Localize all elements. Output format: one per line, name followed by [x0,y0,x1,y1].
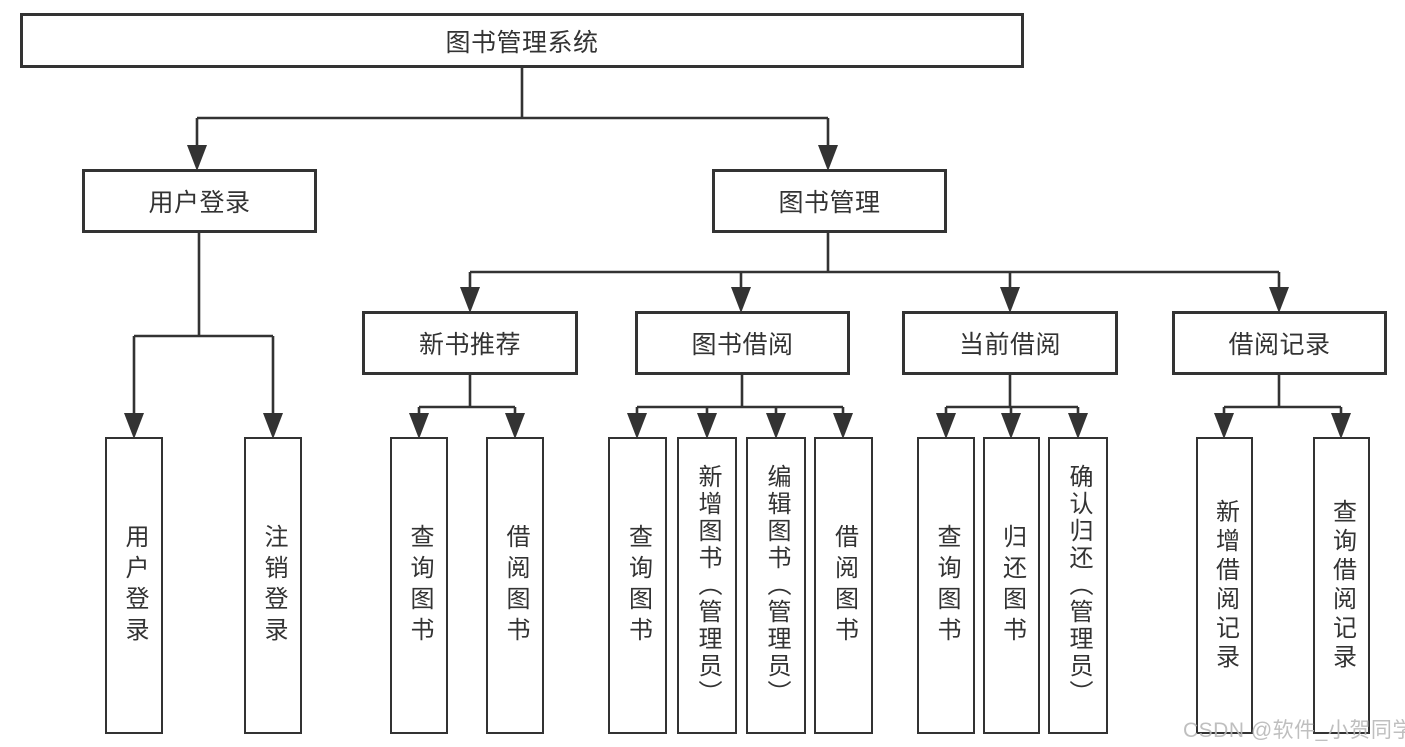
leaf-bb-add-books-admin: 新增图书（管理员） [677,437,737,734]
connector-user-login [132,233,275,415]
leaf-logout-label: 注销登录 [260,523,287,648]
connector-book-mgmt [468,233,1281,290]
leaf-br-query-record-label: 查询借阅记录 [1328,498,1356,673]
node-user-login-label: 用户登录 [148,189,251,217]
csdn-watermark: CSDN @软件_小贺同学 [1183,719,1405,742]
leaf-br-query-record: 查询借阅记录 [1313,437,1370,734]
node-root-label: 图书管理系统 [445,28,599,57]
node-book-borrow: 图书借阅 [635,311,850,375]
node-user-login: 用户登录 [82,169,317,233]
leaf-user-login-label: 用户登录 [121,523,148,648]
leaf-nb-borrow-books: 借阅图书 [486,437,544,734]
leaf-nb-query-books: 查询图书 [390,437,448,734]
leaf-bb-edit-books-admin-label: 编辑图书（管理员） [763,464,790,707]
leaf-cb-confirm-return-admin-label: 确认归还（管理员） [1065,464,1092,707]
leaf-cb-return-books: 归还图书 [983,437,1040,734]
node-borrow-records: 借阅记录 [1172,311,1387,375]
leaf-nb-query-books-label: 查询图书 [406,523,433,648]
connector-borrow-records [1222,375,1343,416]
leaf-cb-query-books: 查询图书 [917,437,975,734]
node-new-book-rec: 新书推荐 [362,311,578,375]
connector-new-book-rec [417,375,517,416]
node-borrow-records-label: 借阅记录 [1228,331,1331,359]
leaf-user-login: 用户登录 [105,437,163,734]
node-book-mgmt-label: 图书管理 [778,189,881,217]
leaf-bb-add-books-admin-label: 新增图书（管理员） [694,464,721,707]
leaf-cb-query-books-label: 查询图书 [933,523,960,648]
node-current-borrow: 当前借阅 [902,311,1118,375]
leaf-bb-borrow-books-label: 借阅图书 [830,523,858,648]
leaf-logout: 注销登录 [244,437,302,734]
connector-current-borrow [944,375,1080,416]
node-book-borrow-label: 图书借阅 [691,331,794,359]
leaf-nb-borrow-books-label: 借阅图书 [502,523,529,648]
connector-root [195,68,830,150]
connector-book-borrow [635,375,845,416]
leaf-bb-query-books: 查询图书 [608,437,667,734]
leaf-cb-return-books-label: 归还图书 [998,523,1026,648]
leaf-bb-edit-books-admin: 编辑图书（管理员） [746,437,806,734]
node-new-book-rec-label: 新书推荐 [418,331,521,359]
leaf-cb-confirm-return-admin: 确认归还（管理员） [1048,437,1108,734]
node-root: 图书管理系统 [20,13,1024,68]
leaf-br-add-record: 新增借阅记录 [1196,437,1253,734]
leaf-bb-query-books-label: 查询图书 [624,523,652,648]
node-current-borrow-label: 当前借阅 [958,331,1061,359]
leaf-br-add-record-label: 新增借阅记录 [1211,498,1239,673]
arrowheads [124,145,1351,439]
node-book-mgmt: 图书管理 [712,169,947,233]
leaf-bb-borrow-books: 借阅图书 [814,437,873,734]
